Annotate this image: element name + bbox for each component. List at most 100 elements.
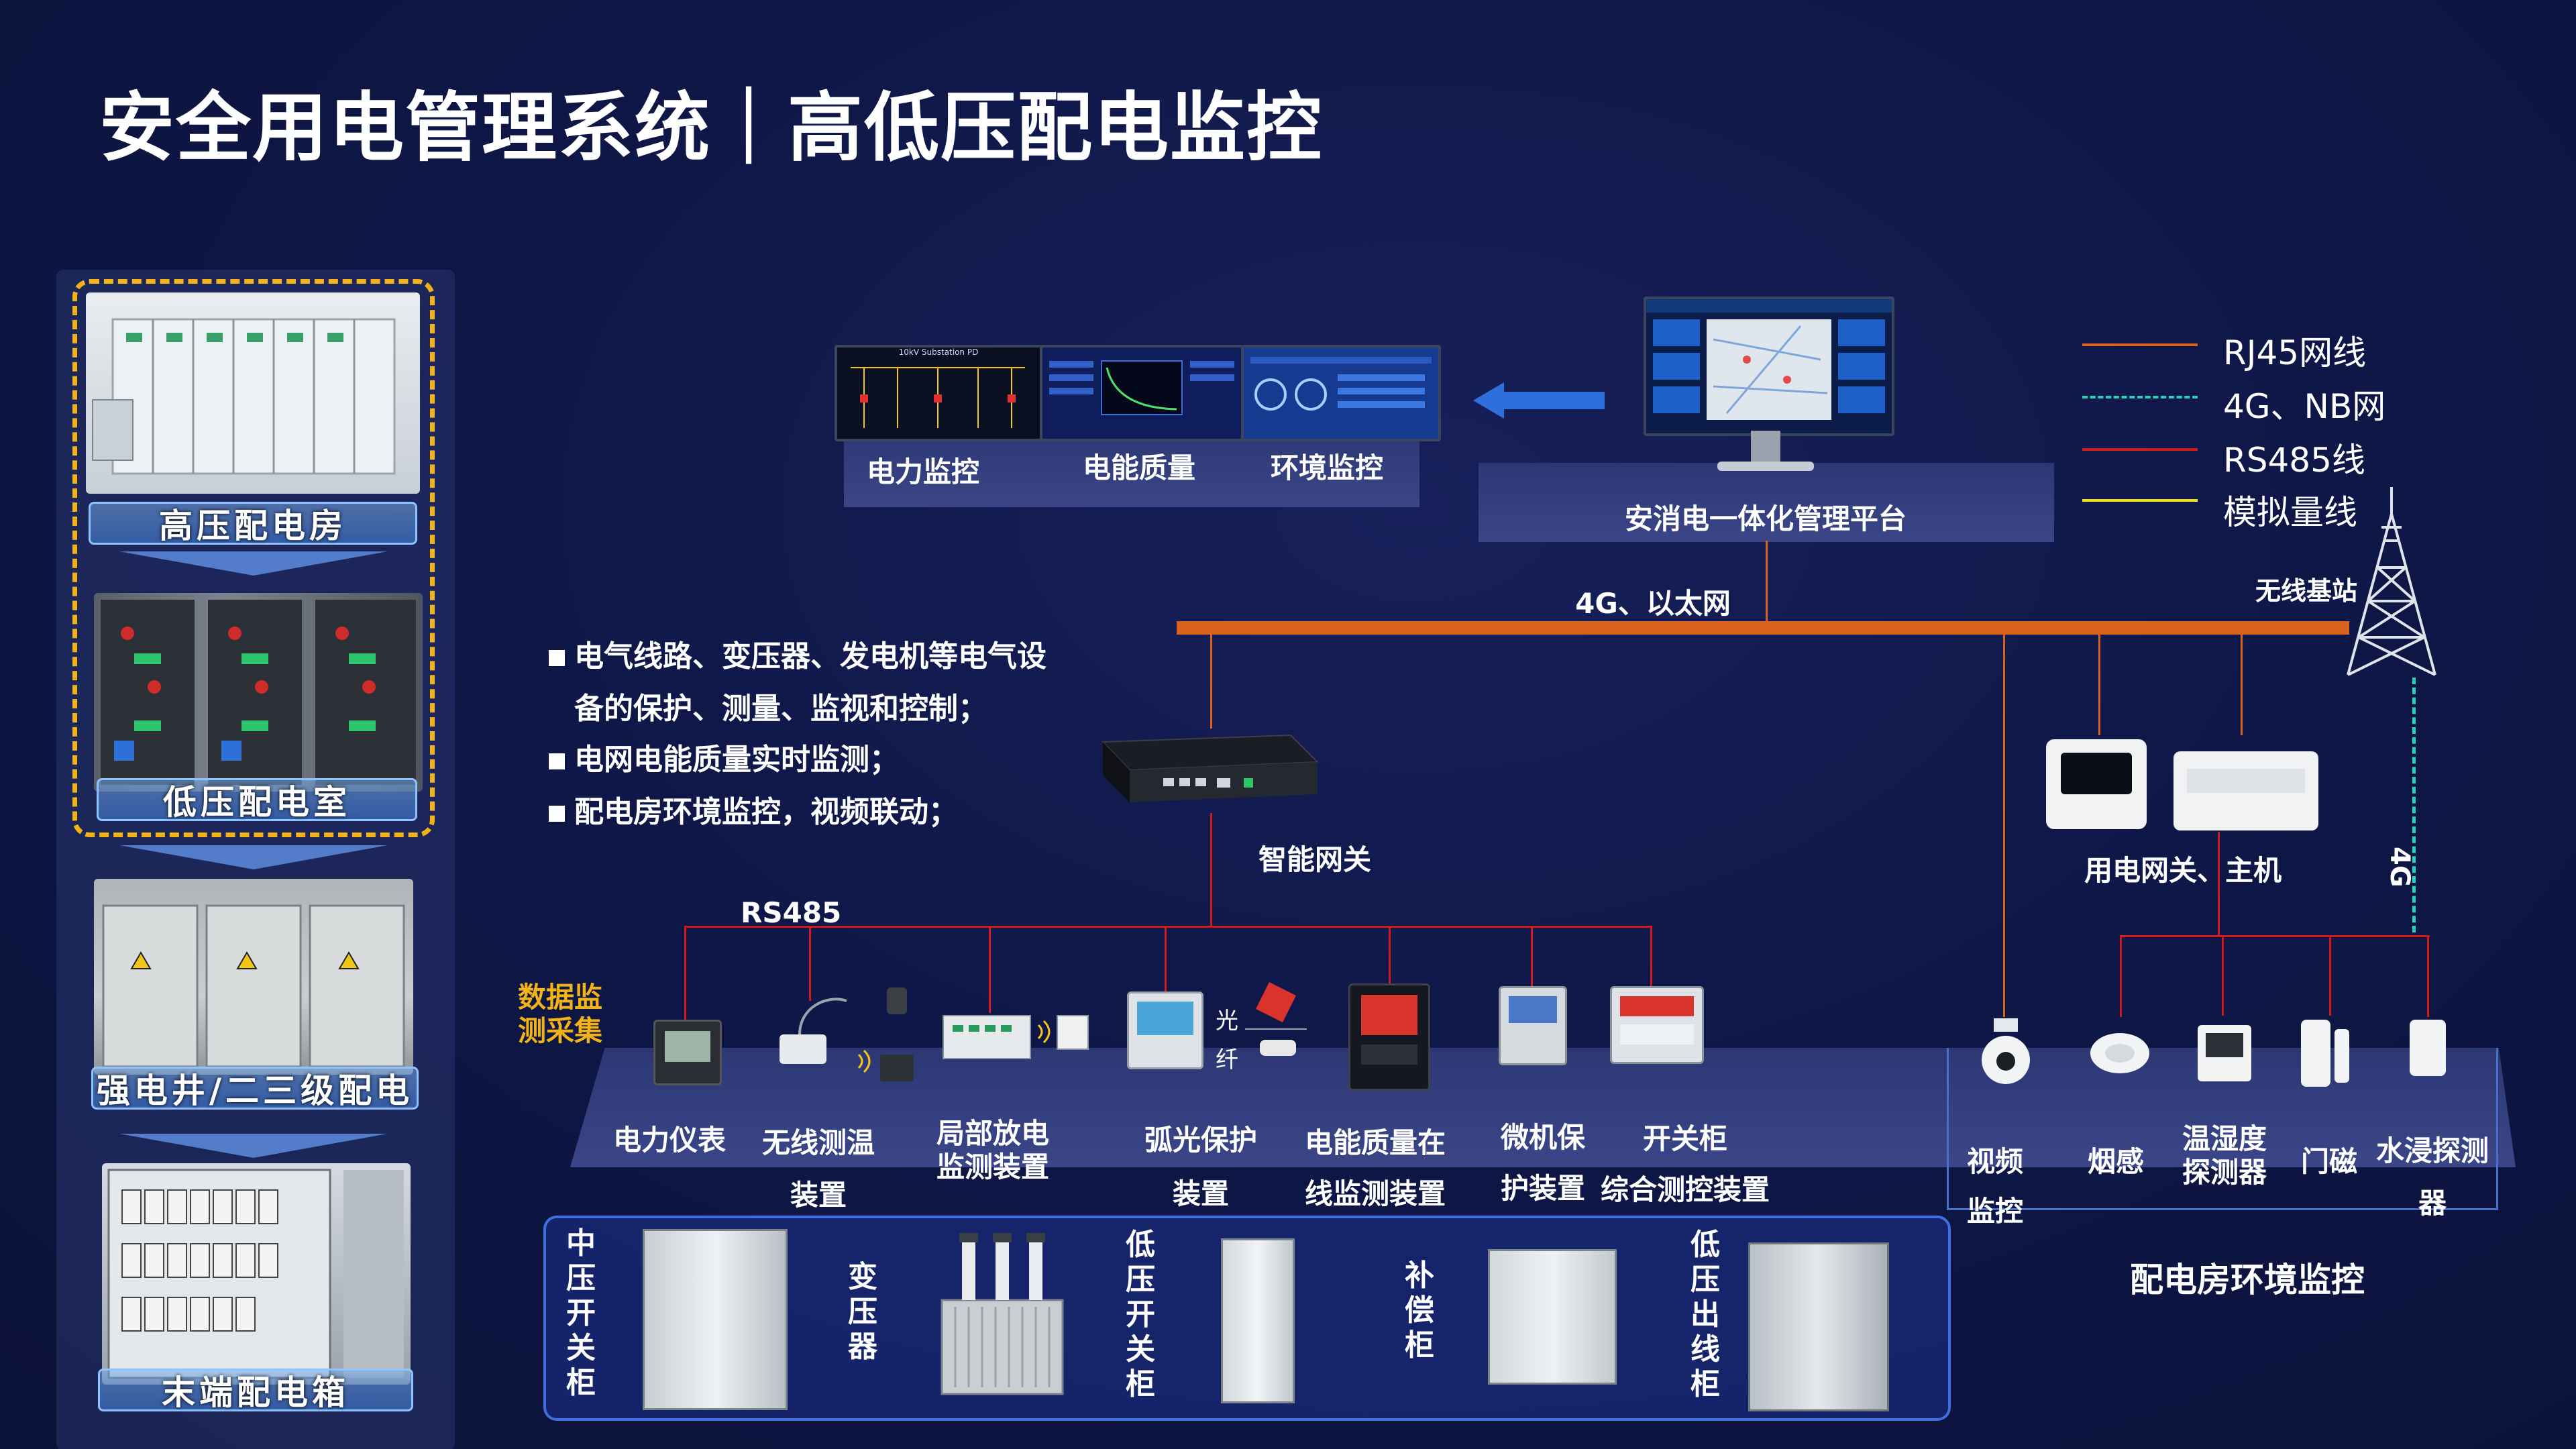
platform-label: 安消电一体化管理平台 bbox=[1624, 502, 1907, 535]
partial-discharge-icon bbox=[943, 1015, 1089, 1059]
lv-outgoing-cabinet-image bbox=[1748, 1242, 1889, 1411]
device-label-pd-1: 局部放电 bbox=[936, 1117, 1050, 1150]
label-env-monitoring: 环境监控 bbox=[1270, 451, 1384, 484]
legend-label-rs485: RS485线 bbox=[2223, 441, 2365, 480]
env-label-water-1: 水浸探测 bbox=[2375, 1134, 2489, 1167]
env-label-smoke: 烟感 bbox=[2087, 1145, 2145, 1178]
device-label-relay-2: 护装置 bbox=[1500, 1172, 1586, 1205]
bus-label: 4G、以太网 bbox=[1575, 587, 1731, 620]
equip-label-mv-switchgear: 中压开关柜 bbox=[566, 1226, 596, 1400]
camera-icon bbox=[1982, 1018, 2030, 1084]
device-label-arc-2: 装置 bbox=[1172, 1177, 1230, 1210]
lv-room-photo bbox=[94, 593, 423, 792]
env-label-door: 门磁 bbox=[2300, 1145, 2358, 1178]
gateway-host-device-2 bbox=[2174, 751, 2318, 830]
host-label: 用电网关、主机 bbox=[2084, 854, 2282, 887]
page-title: 安全用电管理系统｜高低压配电监控 bbox=[99, 85, 1323, 172]
bullet-1-cont: 备的保护、测量、监视和控制； bbox=[574, 692, 987, 726]
wireless-temp-sensor-icon bbox=[780, 987, 914, 1081]
network-bus bbox=[1177, 621, 2349, 635]
relay-protection-icon bbox=[1499, 986, 1567, 1065]
tower-icon bbox=[2347, 487, 2436, 676]
drop-door bbox=[2329, 935, 2331, 1016]
label-power-quality: 电能质量 bbox=[1082, 451, 1196, 484]
legend-label-analog: 模拟量线 bbox=[2223, 493, 2357, 532]
equip-label-lv-outgoing: 低压出线柜 bbox=[1690, 1228, 1720, 1401]
device-label-pq-2: 线监测装置 bbox=[1304, 1177, 1446, 1210]
highlight-dashed-frame bbox=[72, 279, 435, 837]
rs485-label: RS485 bbox=[741, 896, 842, 929]
equip-label-lv-switchgear: 低压开关柜 bbox=[1126, 1228, 1155, 1401]
terminal-box-photo bbox=[102, 1163, 411, 1385]
device-label-meter: 电力仪表 bbox=[612, 1124, 727, 1157]
switchgear-measure-icon bbox=[1610, 986, 1704, 1064]
mv-switchgear-image bbox=[643, 1229, 788, 1410]
label-shaft: 强电井/二三级配电 bbox=[91, 1067, 419, 1110]
device-label-pq-1: 电能质量在 bbox=[1304, 1126, 1446, 1159]
env-rs485-bus bbox=[2120, 935, 2430, 937]
gateway-host-device-1 bbox=[2046, 739, 2147, 829]
shaft-photo bbox=[94, 879, 413, 1075]
lv-switchgear-image bbox=[1221, 1238, 1295, 1403]
drop-switch bbox=[1650, 926, 1652, 989]
tower-label: 无线基站 bbox=[2255, 576, 2358, 606]
env-label-video-2: 监控 bbox=[1966, 1195, 2024, 1228]
data-collect-label: 数据监测采集 bbox=[518, 981, 603, 1047]
label-power-monitoring: 电力监控 bbox=[866, 455, 980, 488]
door-magnet-icon bbox=[2334, 1029, 2349, 1083]
equip-label-compensation: 补偿柜 bbox=[1405, 1258, 1434, 1362]
power-quality-screen bbox=[1040, 345, 1244, 441]
monitor-base bbox=[1717, 462, 1814, 471]
gateway-device bbox=[1101, 734, 1320, 802]
gateway-label: 智能网关 bbox=[1258, 843, 1372, 876]
power-meter-icon bbox=[653, 1020, 722, 1085]
fiber-sensor-icon bbox=[1245, 982, 1307, 1056]
bullet-1: 电气线路、变压器、发电机等电气设 bbox=[549, 632, 1046, 675]
env-frame bbox=[1947, 1048, 2498, 1210]
platform-uplink bbox=[1766, 541, 1768, 621]
device-label-switch-2: 综合测控装置 bbox=[1600, 1173, 1770, 1206]
device-platform bbox=[570, 1048, 1952, 1167]
platform-screen bbox=[1644, 297, 1894, 436]
device-label-pd-2: 监测装置 bbox=[936, 1150, 1050, 1183]
power-quality-device-icon bbox=[1348, 983, 1430, 1091]
bullet-3: 配电房环境监控，视频联动； bbox=[549, 788, 958, 830]
host-uplink-2 bbox=[2241, 635, 2243, 735]
monitor-stand bbox=[1751, 431, 1780, 464]
device-label-switch-1: 开关柜 bbox=[1642, 1122, 1728, 1155]
link-4g-line bbox=[2412, 678, 2416, 932]
device-label-arc-1: 弧光保护 bbox=[1144, 1124, 1258, 1157]
rs485-bus bbox=[684, 926, 1652, 928]
legend-label-rj45: RJ45网线 bbox=[2223, 333, 2367, 372]
env-section-label: 配电房环境监控 bbox=[2130, 1260, 2365, 1299]
arrow-down-icon bbox=[119, 845, 388, 869]
drop-pq bbox=[1389, 926, 1391, 985]
host-downlink bbox=[2218, 832, 2220, 936]
label-hv-room: 高压配电房 bbox=[89, 502, 417, 545]
gateway-downlink bbox=[1210, 813, 1212, 926]
env-label-thermo-2: 探测器 bbox=[2182, 1156, 2267, 1189]
smoke-detector-icon bbox=[2090, 1033, 2149, 1073]
platform-base bbox=[1479, 463, 2054, 542]
equip-label-transformer: 变压器 bbox=[848, 1260, 877, 1364]
power-monitor-screen: 10kV Substation PD bbox=[835, 345, 1042, 441]
device-label-temp-1: 无线测温 bbox=[761, 1126, 875, 1159]
device-label-temp-2: 装置 bbox=[790, 1179, 847, 1212]
link-4g-label: 4G bbox=[2384, 847, 2415, 888]
arrow-down-icon bbox=[119, 1134, 388, 1158]
water-sensor-icon bbox=[2410, 1020, 2446, 1076]
host-uplink-1 bbox=[2098, 635, 2100, 735]
env-label-video-1: 视频 bbox=[1966, 1145, 2024, 1178]
drop-meter bbox=[684, 926, 686, 1021]
screen-caption: 10kV Substation PD bbox=[898, 347, 979, 357]
label-terminal-box: 末端配电箱 bbox=[98, 1368, 413, 1412]
thermo-detector-icon bbox=[2198, 1025, 2251, 1081]
drop-relay bbox=[1531, 926, 1533, 989]
drop-water bbox=[2427, 935, 2429, 1017]
arrow-left-icon bbox=[1473, 382, 1605, 419]
transformer-image bbox=[941, 1233, 1064, 1395]
door-sensor-icon bbox=[2301, 1020, 2330, 1087]
compensation-cabinet-image bbox=[1488, 1249, 1617, 1385]
drop-thermo bbox=[2222, 935, 2224, 1016]
